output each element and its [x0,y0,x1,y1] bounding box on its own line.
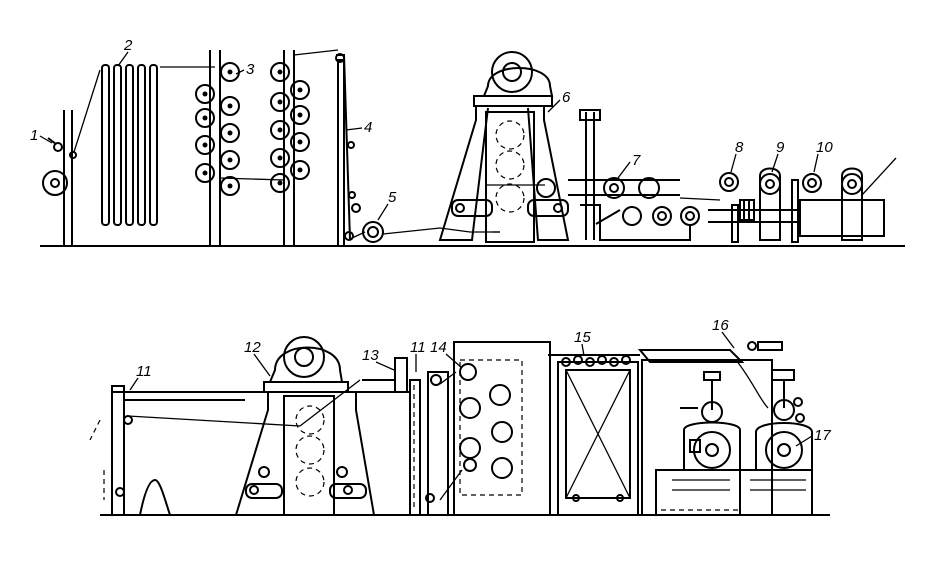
cooling-rack [548,354,640,516]
festoon-accumulator [73,64,215,226]
label-16: 16 [712,317,729,334]
calender-top [438,51,570,243]
bottom-line: 11 12 13 11 14 15 16 17 [89,317,831,516]
pull-roll [351,221,500,243]
guide-column [335,53,361,247]
label-4: 4 [364,119,372,136]
top-line: 1 2 3 4 5 6 7 8 9 10 [30,37,905,247]
label-13: 13 [362,347,379,364]
label-11-left: 11 [136,363,152,380]
calender-bottom [235,336,375,516]
label-11-right: 11 [410,339,426,356]
cooling-drums [425,341,551,516]
label-7: 7 [632,152,641,169]
top-labels: 1 2 3 4 5 6 7 8 9 10 [30,37,833,221]
label-15: 15 [574,329,591,346]
unwind-stand [42,110,77,246]
label-6: 6 [562,89,571,106]
label-2: 2 [123,37,133,54]
feed-column [362,357,421,516]
label-3: 3 [246,61,255,78]
label-17: 17 [814,427,831,444]
label-12: 12 [244,339,261,356]
label-5: 5 [388,189,397,206]
winding-stands [708,157,897,243]
winder-pair [637,341,813,516]
label-10: 10 [816,139,833,156]
label-1: 1 [30,127,38,144]
label-14: 14 [430,339,447,356]
drying-cylinders [195,49,339,246]
entry-frame [89,385,410,516]
label-8: 8 [735,139,744,156]
bottom-labels: 11 12 13 11 14 15 16 17 [129,317,831,447]
takeoff-rolls [536,109,721,241]
label-9: 9 [776,139,785,156]
